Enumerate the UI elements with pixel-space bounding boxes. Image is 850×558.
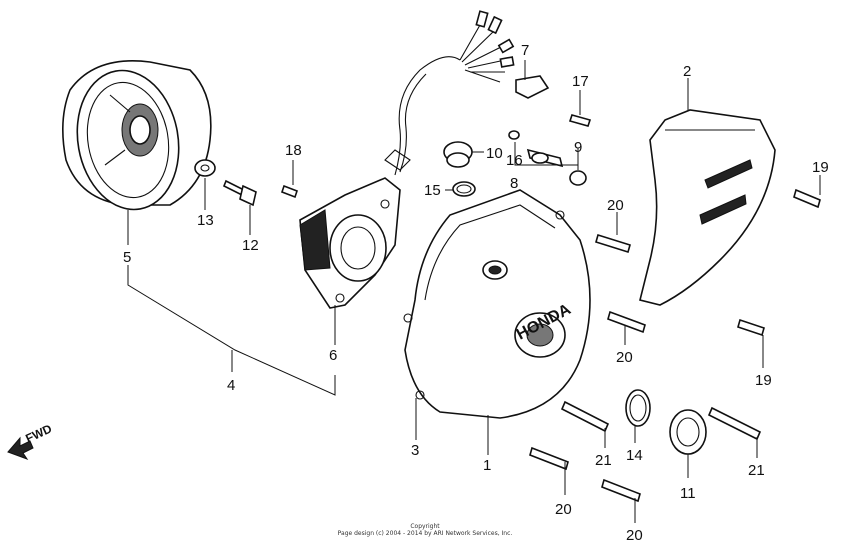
crankcase-cover-1: HONDA [403,189,591,419]
callout-10: 10 [486,145,503,162]
callout-20-a: 20 [607,197,624,214]
callout-7: 7 [521,42,529,59]
bolt-20-c [529,446,569,471]
bolt-19-bottom [737,318,765,337]
bolt-12 [222,179,257,207]
callout-11: 11 [680,485,696,502]
bolt-20-b [607,310,646,334]
callout-18: 18 [285,142,302,159]
cap-11 [669,409,707,455]
callout-20-c: 20 [555,501,572,518]
nut-9 [569,170,587,186]
callout-labels: 1 2 3 4 5 6 7 8 9 10 11 12 13 15 16 17 1… [123,42,829,544]
leader-lines [127,60,821,523]
callout-20-b: 20 [616,349,633,366]
o-ring-15 [452,181,476,197]
callout-19-top: 19 [812,159,829,176]
callout-1: 1 [483,457,491,474]
callout-16: 16 [506,152,523,169]
sprocket-cover-2 [639,109,776,306]
callout-17: 17 [572,73,589,90]
fwd-arrow: FWD [7,421,54,460]
callout-4: 4 [227,377,235,394]
clamp-7 [515,75,550,99]
callout-12: 12 [242,237,259,254]
callout-21-b: 21 [748,462,765,479]
wire-harness [459,10,515,83]
callout-2: 2 [683,63,691,80]
bolt-19-top [793,188,821,209]
gasket-14 [625,389,651,427]
cap-10 [443,141,473,168]
switch-8 [526,148,564,168]
callout-15: 15 [424,182,441,199]
callout-8: 8 [510,175,518,192]
copyright-notice: Copyright Page design (c) 2004 - 2014 by… [0,523,850,537]
callout-21-a: 21 [595,452,612,469]
washer-16 [508,130,520,140]
copyright-line-1: Copyright [410,523,440,530]
callout-13: 13 [197,212,214,229]
callout-20-d: 20 [626,527,643,544]
bolt-17 [568,114,592,127]
bolt-21-a [560,400,610,433]
fwd-label: FWD [23,421,54,445]
bolt-20-d [601,478,641,503]
stator-6 [299,56,461,309]
flywheel-rotor [62,60,212,211]
washer-13 [194,159,216,177]
copyright-line-2: Page design (c) 2004 - 2014 by ARI Netwo… [337,530,513,537]
callout-3: 3 [411,442,419,459]
callout-5: 5 [123,249,131,266]
callout-19-bottom: 19 [755,372,772,389]
bolt-20-a [595,233,631,254]
bolt-18 [280,184,299,199]
callout-9: 9 [574,139,582,156]
callout-14: 14 [626,447,643,464]
callout-6: 6 [329,347,337,364]
bolt-21-b [707,406,762,441]
